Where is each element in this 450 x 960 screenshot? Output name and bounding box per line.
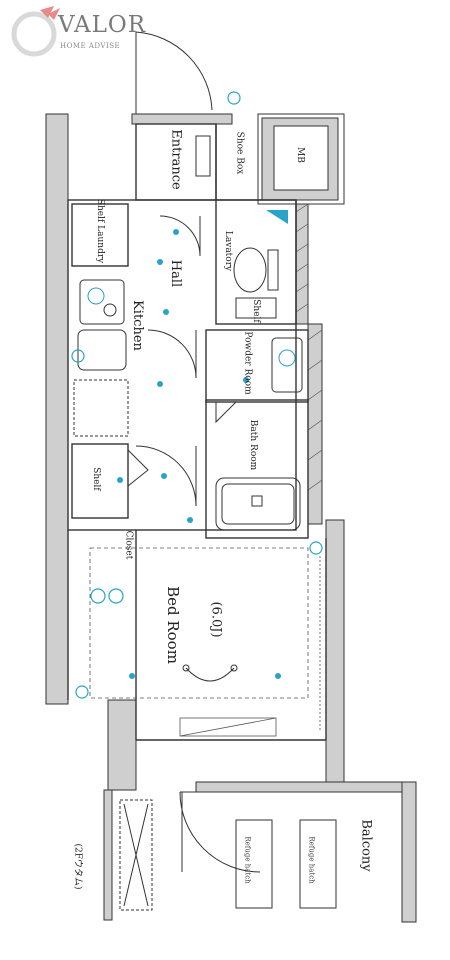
- valor-logo-icon: [11, 6, 60, 57]
- balcony-wall-top: [195, 781, 417, 793]
- mb-box: [273, 125, 329, 191]
- label-outdoor-unit: (2Fウタム): [72, 843, 83, 890]
- label-shelf-laundry: Shelf Laundry: [95, 198, 106, 264]
- label-bed-room-size: (6.0J): [208, 601, 224, 638]
- label-balcony: Balcony: [358, 819, 374, 872]
- label-bed-room: Bed Room: [163, 586, 182, 664]
- brand-subtitle: HOME ADVISE: [60, 42, 121, 50]
- label-hall: Hall: [168, 259, 184, 288]
- label-entrance: Entrance: [168, 129, 184, 190]
- label-shelf-lavatory: Shelf: [250, 299, 261, 323]
- right-wall-lower: [325, 519, 345, 783]
- label-closet: Closet: [123, 530, 134, 560]
- lavatory-area: [215, 199, 297, 325]
- balcony-wall-right: [401, 781, 417, 923]
- right-wall-upper: [295, 203, 309, 325]
- label-refuge-hatch-2: Refuge hatch: [307, 836, 316, 884]
- brand-logo: [8, 4, 148, 60]
- left-wall: [45, 113, 69, 705]
- label-lavatory: Lavatory: [223, 230, 234, 272]
- label-refuge-hatch-1: Refuge hatch: [243, 836, 252, 884]
- top-wall: [131, 113, 233, 125]
- label-shoe-box: Shoe Box: [234, 131, 245, 175]
- label-bath-room: Bath Room: [248, 419, 259, 471]
- label-powder-room: Powder Room: [242, 331, 253, 395]
- left-lower-wall: [107, 699, 137, 791]
- label-mb: MB: [294, 147, 305, 163]
- bath-area: [205, 399, 309, 539]
- label-kitchen: Kitchen: [129, 300, 145, 351]
- brand-name: VALOR: [58, 12, 147, 38]
- label-shelf-closet: Shelf: [90, 467, 101, 491]
- right-wall-mid: [307, 323, 323, 525]
